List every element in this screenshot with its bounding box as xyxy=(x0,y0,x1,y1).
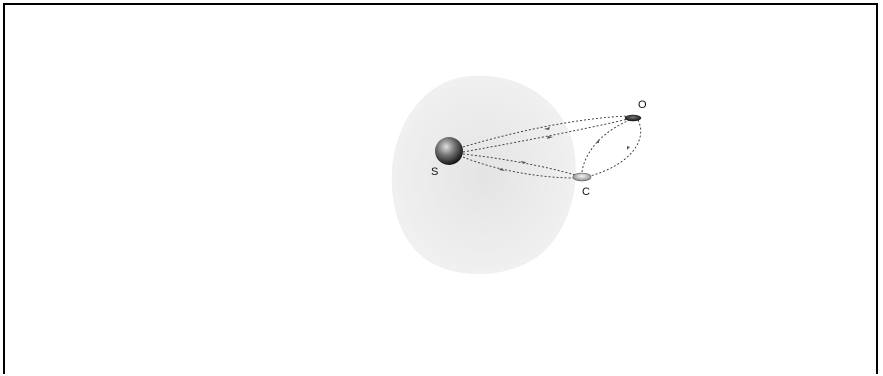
companion-body xyxy=(573,173,591,181)
arrow-5 xyxy=(596,139,599,143)
arrow-6 xyxy=(627,146,630,150)
source-sphere xyxy=(435,137,463,165)
label-o: O xyxy=(638,99,647,111)
label-c: C xyxy=(582,186,590,198)
path-o-to-c-outer xyxy=(590,120,641,176)
halo-region xyxy=(392,76,576,274)
orbiter-body xyxy=(625,115,641,121)
label-s: S xyxy=(431,166,438,178)
